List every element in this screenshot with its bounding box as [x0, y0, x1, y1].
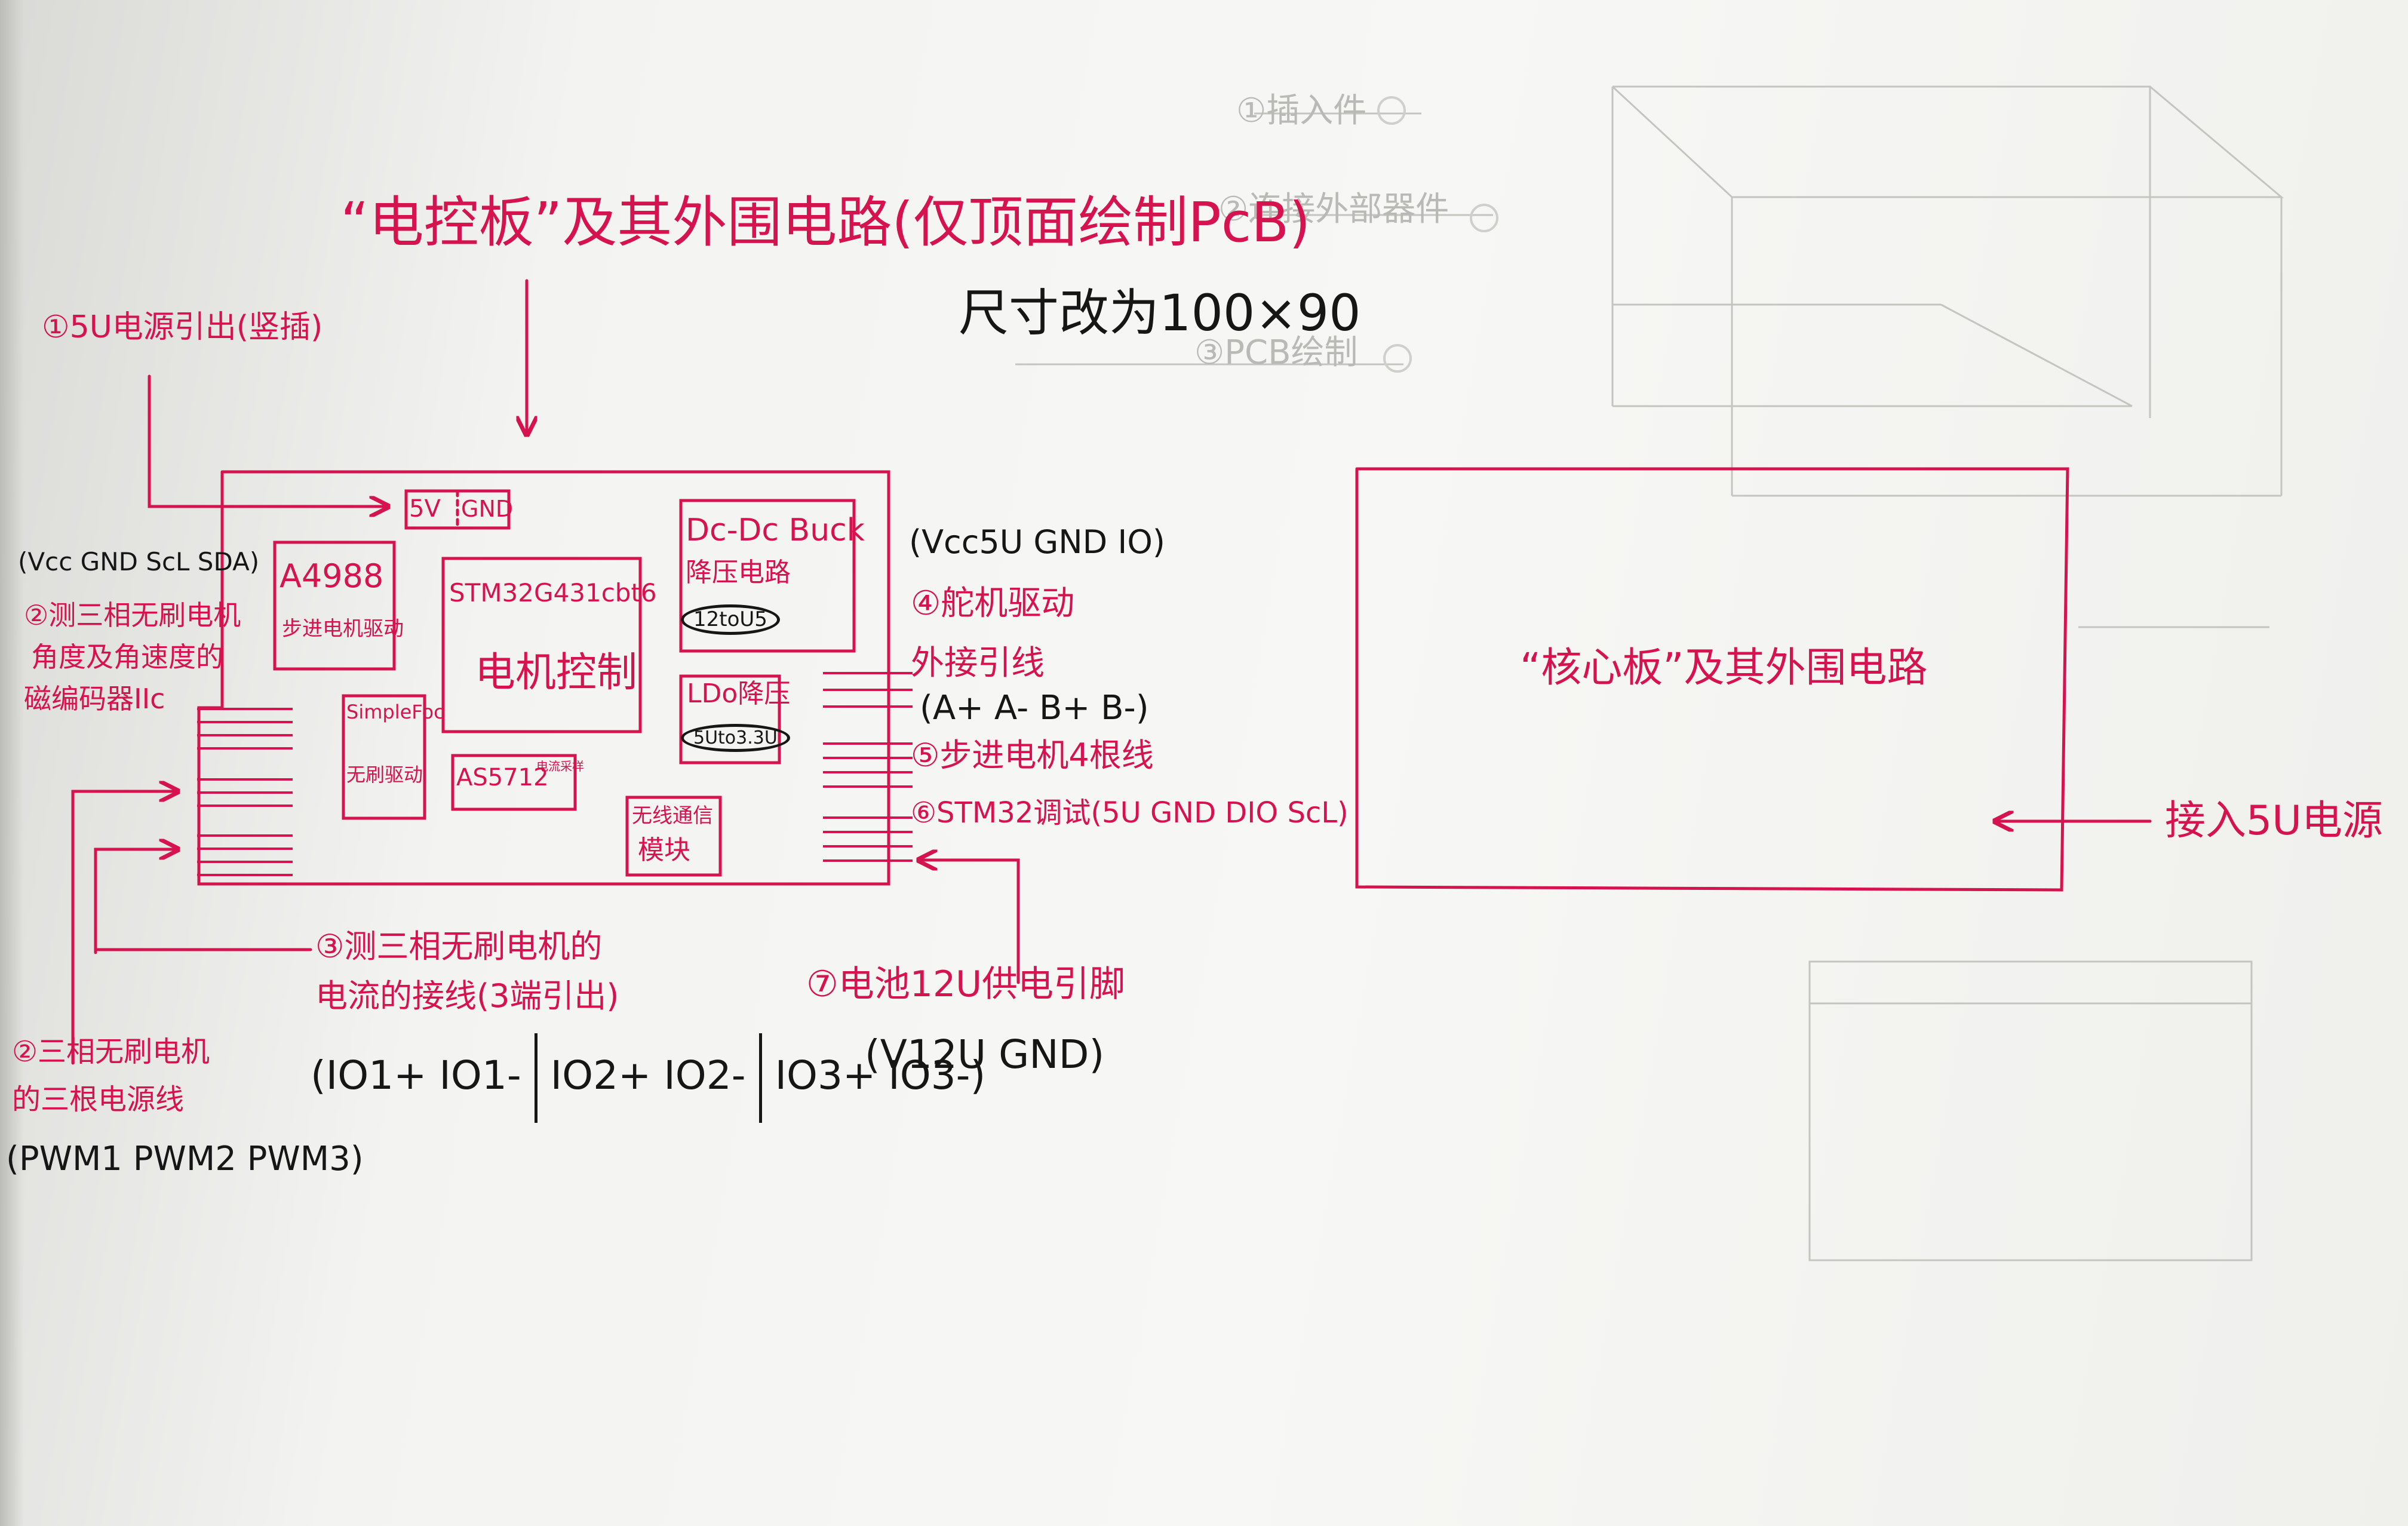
annotation-3-pins-group3: IO3+ IO3-) — [775, 1052, 986, 1099]
a2b-arrow — [71, 791, 178, 1065]
ghost-circle-3 — [1383, 344, 1412, 373]
annotation-3-line1: ③测三相无刷电机的 — [315, 928, 603, 965]
size-note: 尺寸改为100×90 — [959, 284, 1361, 342]
simplefoc-box — [342, 694, 426, 820]
annotation-2-line3: 磁编码器IIc — [24, 683, 165, 715]
simplefoc-sublabel: 无刷驱动 — [346, 763, 423, 786]
annotation-2-line1: ②测三相无刷电机 — [24, 599, 241, 631]
buck-label: Dc-Dc Buck — [686, 512, 865, 548]
ghost-text-2: ②连接外部器件 — [1218, 190, 1449, 229]
mcu-label: STM32G431cbt6 — [449, 578, 657, 607]
annotation-5: ⑤步进电机4根线 — [911, 736, 1154, 774]
wireless-label-1: 无线通信 — [632, 804, 713, 828]
a7-arrow — [919, 860, 1020, 984]
ghost-edge-7 — [1940, 303, 2133, 407]
ghost-circle-2 — [1470, 204, 1498, 232]
wireless-label-2: 模块 — [638, 835, 690, 865]
annotation-2b-line1: ②三相无刷电机 — [12, 1035, 210, 1068]
annotation-4-pins: (Vcc5U GND IO) — [909, 523, 1165, 561]
annotation-4-line1: ④舵机驱动 — [911, 584, 1075, 623]
ghost-text-3: ③PCB绘制 — [1194, 333, 1358, 372]
ldo-label: LDo降压 — [687, 678, 791, 709]
core-board-title: “核心板”及其外围电路 — [1520, 644, 1928, 692]
as5712-label: AS5712 — [456, 764, 549, 791]
buck-box — [679, 499, 856, 653]
buck-spec-circled: 12toU5 — [681, 604, 780, 635]
a3-arrow-up — [94, 849, 178, 954]
ldo-spec-circled: 5Uto3.3U — [681, 724, 790, 752]
annotation-1: ①5U电源引出(竖插) — [42, 309, 323, 345]
annotation-2-pins: (Vcc GND ScL SDA) — [18, 547, 260, 576]
mcu-box — [441, 557, 642, 733]
page-title: “电控板”及其外围电路(仅顶面绘制PcB) — [340, 191, 1311, 254]
right-pin-headers — [823, 672, 913, 872]
ghost-circle-1 — [1377, 96, 1406, 125]
annotation-3-pins-group2: IO2+ IO2- — [550, 1052, 746, 1099]
annotation-3-separator-2 — [758, 1033, 762, 1123]
annotation-5-pins: (A+ A- B+ B-) — [920, 689, 1149, 727]
left-pin-headers — [197, 708, 293, 881]
mcu-sublabel: 电机控制 — [475, 649, 638, 696]
a4988-label: A4988 — [280, 557, 384, 595]
annotation-3-pins-group1: (IO1+ IO1- — [311, 1052, 521, 1099]
annotation-3-line2: 电流的接线(3端引出) — [315, 977, 619, 1015]
paper-fold-shadow — [0, 0, 24, 1526]
header-gnd-label: GND — [461, 496, 514, 522]
ghost-rect — [1808, 960, 2253, 1261]
annotation-3-pins: (IO1+ IO1- IO2+ IO2- IO3+ IO3-) — [311, 1033, 985, 1123]
annotation-2-line2: 角度及角速度的 — [31, 641, 223, 673]
annotation-3-separator-1 — [534, 1033, 538, 1123]
a4988-sublabel: 步进电机驱动 — [282, 617, 404, 641]
ldo-box — [679, 674, 781, 764]
as5712-sublabel: 电流采样 — [536, 759, 584, 773]
a4988-box — [273, 541, 396, 671]
core-board-outline — [1355, 467, 2069, 892]
buck-sublabel: 降压电路 — [686, 557, 791, 588]
annotation-2b-line2: 的三根电源线 — [12, 1083, 185, 1116]
header-5v-label: 5V — [409, 495, 441, 523]
wireless-box — [625, 796, 722, 877]
as5712-box — [451, 754, 577, 811]
annotation-7: ⑦电池12U供电引脚 — [806, 963, 1126, 1005]
core-board-power-in: 接入5U电源 — [2165, 797, 2384, 845]
annotation-2b-pins: (PWM1 PWM2 PWM3) — [6, 1140, 364, 1178]
ghost-text-1: ①插入件 — [1236, 91, 1367, 130]
a1-arrow — [148, 374, 388, 506]
annotation-7-pins: (V12U GND) — [865, 1031, 1105, 1077]
simplefoc-label: SimpleFoc — [346, 701, 444, 723]
annotation-4-line2: 外接引线 — [911, 644, 1045, 683]
annotation-6: ⑥STM32调试(5U GND DIO ScL) — [911, 796, 1349, 830]
